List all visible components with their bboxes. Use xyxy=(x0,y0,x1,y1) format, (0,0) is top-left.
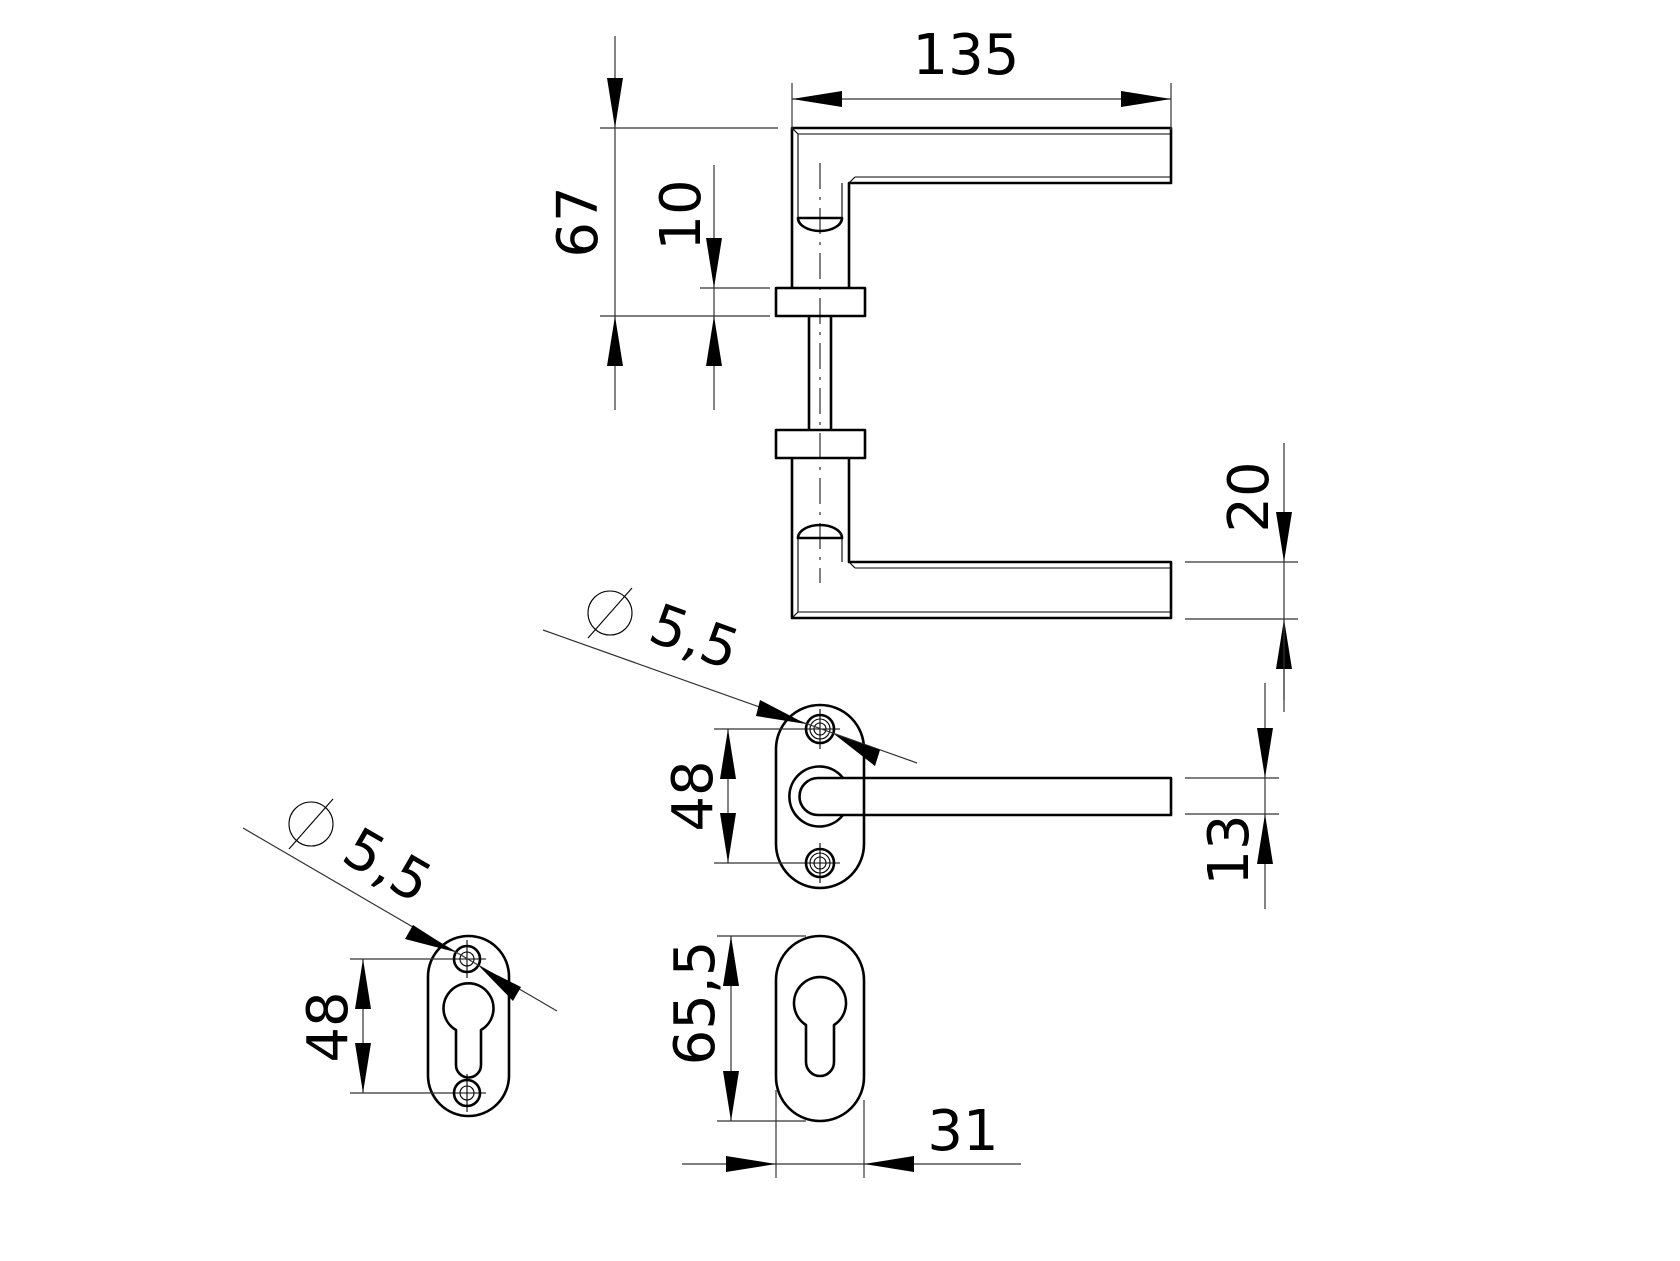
dimension-20: 20 xyxy=(1185,443,1298,700)
dimension-13: 13 xyxy=(1185,620,1285,909)
dimension-diameter-5-5-front: 5,5 xyxy=(542,587,918,766)
lower-lever xyxy=(790,458,1173,620)
escutcheon-with-screws xyxy=(426,934,511,1118)
screw-hole-bottom xyxy=(800,843,840,883)
keyhole-profile-cylinder xyxy=(442,982,495,1079)
dim-label-67: 67 xyxy=(546,186,611,257)
diameter-symbol-icon xyxy=(587,587,633,639)
front-view-handle xyxy=(774,703,1173,890)
dim-label-31: 31 xyxy=(927,1099,998,1164)
dimension-65-5: 65,5 xyxy=(663,935,806,1122)
dim-label-5-5-escutcheon: 5,5 xyxy=(332,816,442,917)
dim-label-65-5: 65,5 xyxy=(663,941,728,1066)
dimension-10: 10 xyxy=(649,165,770,410)
dimension-135: 135 xyxy=(791,23,1172,130)
dim-label-5-5-front: 5,5 xyxy=(641,592,747,684)
dim-label-20: 20 xyxy=(1217,461,1282,532)
dimension-31: 31 xyxy=(682,1090,1021,1178)
dim-label-48-escutcheon: 48 xyxy=(296,991,361,1062)
side-view-lever-pair xyxy=(774,126,1173,620)
keyhole-profile-cylinder xyxy=(792,975,848,1078)
spindle xyxy=(807,316,833,430)
dimension-67: 67 xyxy=(546,36,778,410)
dim-label-10: 10 xyxy=(649,179,714,250)
oval-rose xyxy=(774,703,866,890)
dimension-48-front: 48 xyxy=(661,728,800,864)
dim-label-48-front: 48 xyxy=(661,760,726,831)
dimension-48-escutcheon: 48 xyxy=(296,958,448,1094)
lever-bar xyxy=(798,776,1173,817)
diameter-symbol-icon xyxy=(288,798,334,850)
escutcheon-plain xyxy=(774,934,866,1123)
dim-label-135: 135 xyxy=(913,23,1020,88)
dim-label-13: 13 xyxy=(1197,814,1262,885)
lever-neck-circle xyxy=(788,765,845,828)
screw-hole-bottom xyxy=(448,1074,486,1112)
upper-lever xyxy=(790,126,1173,288)
